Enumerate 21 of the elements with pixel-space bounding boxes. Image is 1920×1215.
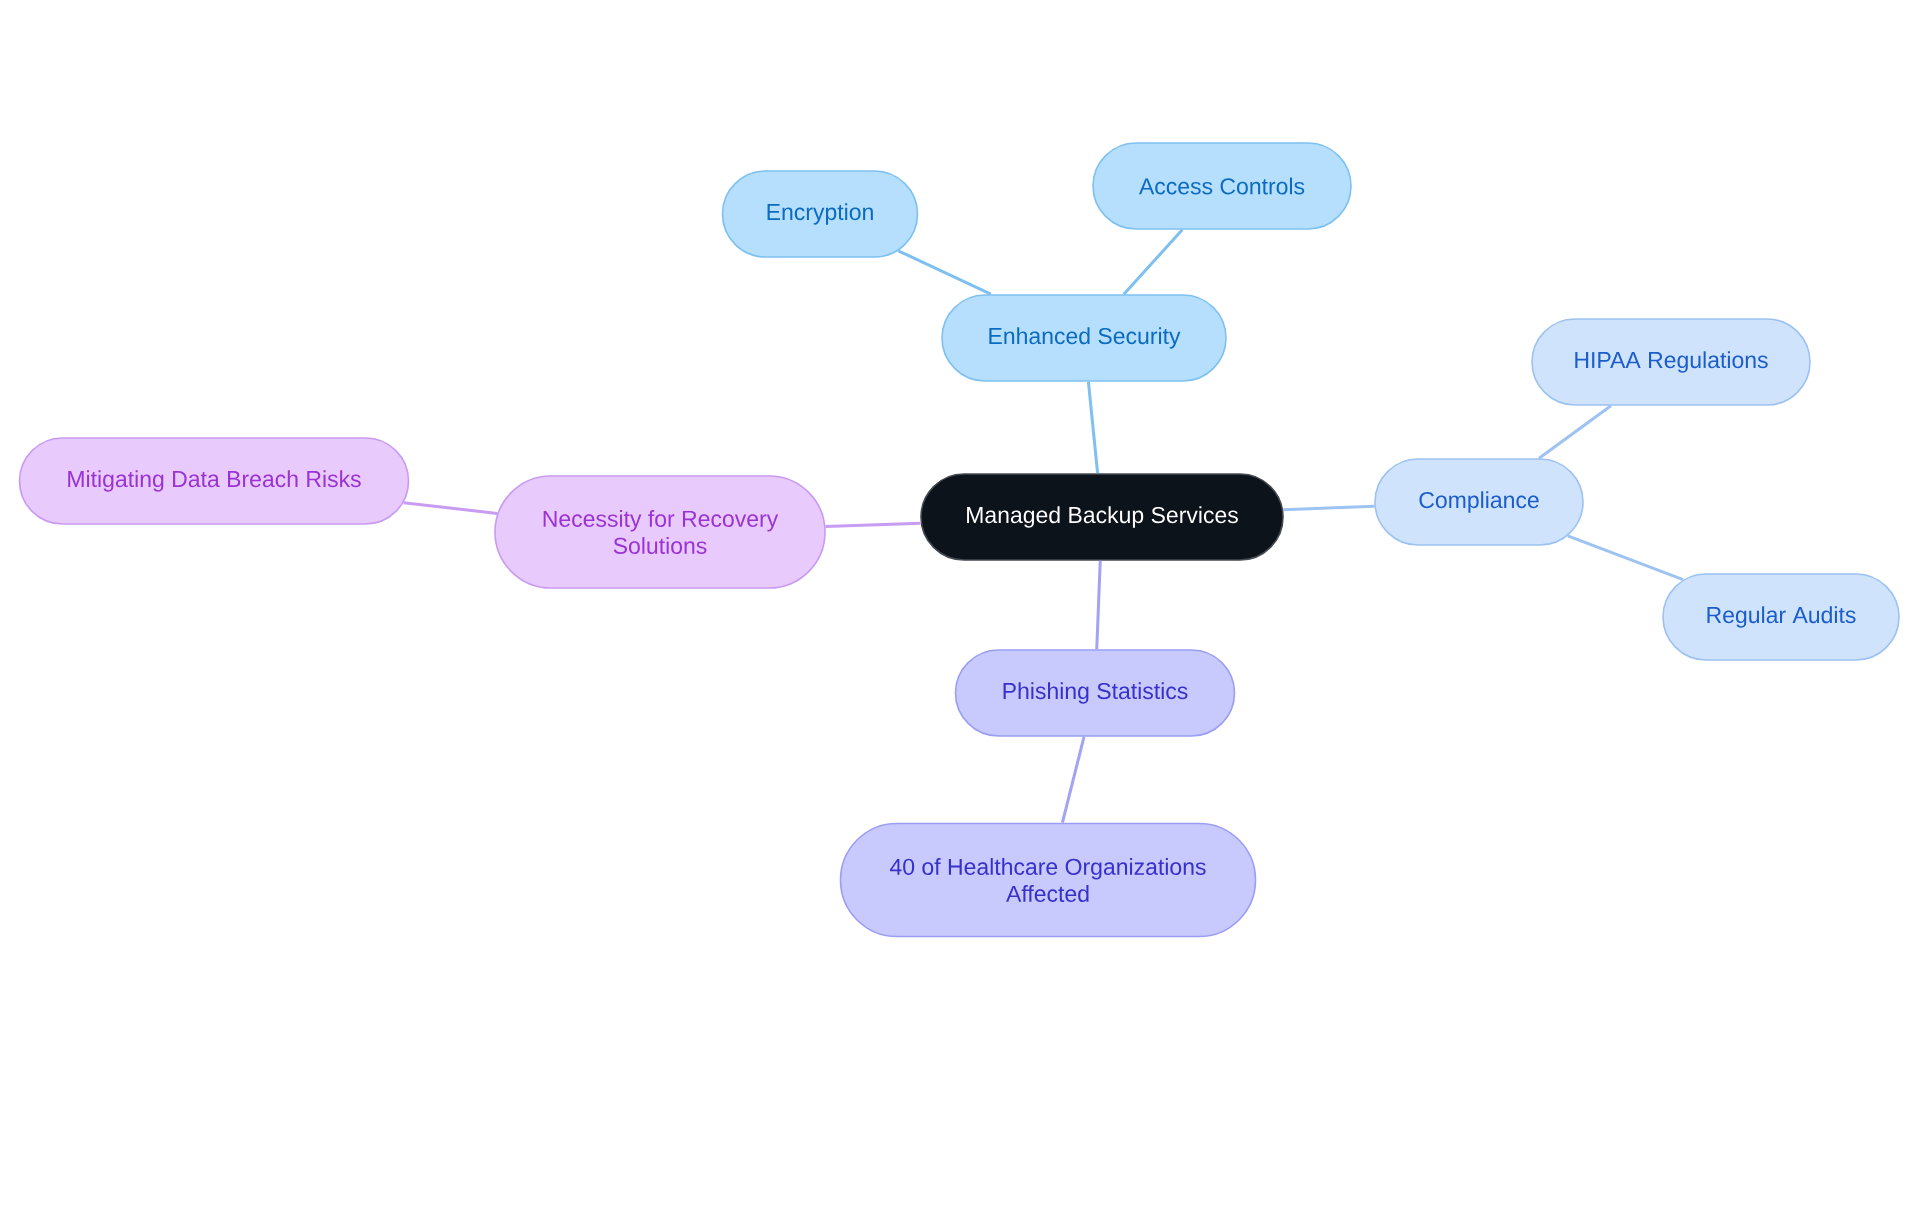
subtopic-box: Encryption — [721, 170, 919, 258]
subtopic-box: Phishing Statistics — [954, 649, 1236, 737]
connector-line — [1060, 736, 1086, 824]
connector-line — [1283, 504, 1375, 512]
connector-line — [825, 521, 921, 528]
central-topic-box: Managed Backup Services — [920, 473, 1284, 561]
subtopic-box: Regular Audits — [1662, 573, 1900, 661]
connector-line — [1538, 404, 1612, 460]
subtopic-box: 40 of Healthcare Organizations Affected — [839, 822, 1257, 938]
connector-line — [1122, 228, 1184, 296]
subtopic-box: HIPAA Regulations — [1531, 318, 1811, 406]
connector-line — [403, 501, 498, 515]
subtopic-box: Necessity for Recovery Solutions — [494, 475, 826, 589]
connector-line — [1567, 534, 1684, 582]
subtopic-box: Enhanced Security — [941, 294, 1227, 382]
subtopic-box: Access Controls — [1092, 142, 1352, 230]
subtopic-box: Mitigating Data Breach Risks — [18, 437, 410, 525]
connector-line — [897, 249, 992, 296]
connector-line — [1086, 381, 1100, 474]
subtopic-box: Compliance — [1374, 458, 1584, 546]
connector-line — [1095, 560, 1102, 650]
